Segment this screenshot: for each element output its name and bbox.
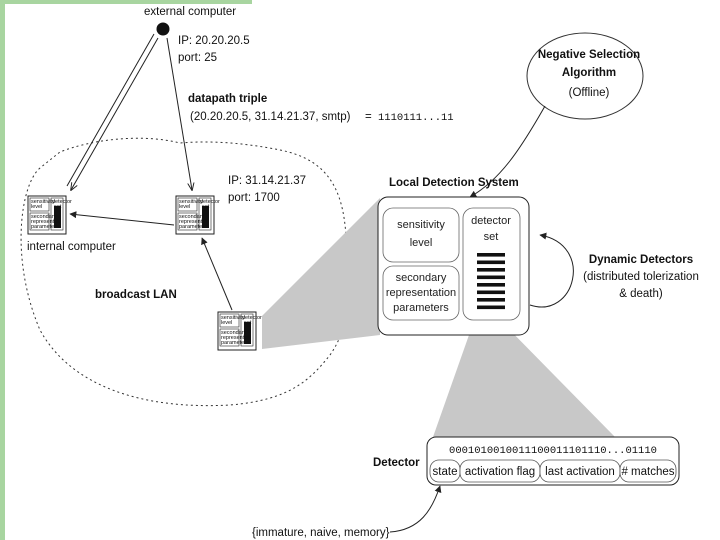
- dynamic-detectors-title: Dynamic Detectors: [589, 254, 693, 266]
- detector-bar: [477, 290, 505, 295]
- svg-text:set: set: [244, 320, 252, 326]
- svg-text:secondary: secondary: [31, 214, 57, 220]
- server-node[interactable]: sensitivity level detector set secondary…: [175, 195, 220, 235]
- detector-bar: [477, 275, 505, 280]
- lds-detector-line2: set: [484, 231, 499, 243]
- lds-sensitivity-line1: sensitivity: [397, 219, 445, 231]
- lds-sensitivity-box: [382, 207, 460, 263]
- detector-bar: [477, 283, 505, 287]
- server-port: port: 1700: [228, 192, 280, 204]
- datapath-triple-value: (20.20.20.5, 31.14.21.37, smtp): [190, 111, 351, 123]
- svg-text:parameters: parameters: [179, 224, 207, 230]
- nsa-title-1: Negative Selection: [538, 49, 640, 61]
- broadcast-lan-label: broadcast LAN: [95, 289, 177, 301]
- zoom-region-detector: [433, 318, 615, 437]
- mini-sensitivity-label: sensitivity: [31, 199, 55, 205]
- svg-text:set: set: [54, 204, 62, 210]
- detector-field-last-activation: last activation: [545, 466, 615, 478]
- detector-bar: [477, 298, 505, 302]
- nsa-title-2: Algorithm: [562, 67, 616, 79]
- detector-bar: [477, 253, 505, 257]
- nsa-ellipse: [526, 32, 644, 120]
- svg-text:level: level: [179, 204, 190, 210]
- dynamic-detectors-line2: & death): [619, 288, 663, 300]
- detector-field-activation-flag: activation flag: [465, 466, 535, 478]
- svg-text:detector: detector: [52, 199, 72, 205]
- datapath-equals: =: [365, 111, 372, 123]
- external-computer-dot: [156, 22, 170, 36]
- lds-title: Local Detection System: [389, 177, 519, 189]
- datapath-bits: 1110111...11: [378, 112, 454, 124]
- lds-secondary-line1: secondary: [396, 272, 447, 284]
- zoom-region-node: [262, 198, 380, 349]
- external-ip: IP: 20.20.20.5: [178, 35, 250, 47]
- lds-secondary-line3: parameters: [393, 302, 449, 314]
- datapath-triple-title: datapath triple: [188, 93, 267, 105]
- lds-secondary-box: [382, 265, 460, 321]
- detector-bar: [477, 260, 505, 265]
- detector-field-matches: # matches: [621, 466, 674, 478]
- detector-bar: [477, 268, 505, 272]
- accent-border-left: [0, 0, 5, 540]
- dynamic-detectors-line1: (distributed tolerization: [583, 271, 699, 283]
- detector-field-state: state: [433, 466, 458, 478]
- svg-text:level: level: [31, 204, 42, 210]
- svg-text:sensitivity: sensitivity: [221, 315, 245, 321]
- lan-node[interactable]: sensitivity level detector set secondary…: [217, 311, 262, 351]
- detector-set-bars: [477, 253, 505, 310]
- detector-fields: state activation flag last activation # …: [429, 459, 677, 483]
- lds-secondary-line2: representation: [386, 287, 456, 299]
- svg-text:parameters: parameters: [31, 224, 59, 230]
- server-ip: IP: 31.14.21.37: [228, 175, 306, 187]
- svg-text:representat.: representat.: [221, 335, 251, 341]
- svg-text:detector: detector: [200, 199, 220, 205]
- external-computer-label: external computer: [144, 6, 236, 18]
- detector-bar: [477, 305, 505, 310]
- svg-text:secondary: secondary: [179, 214, 205, 220]
- svg-text:set: set: [202, 204, 210, 210]
- detector-bits: 0001010010011100011101110...01110: [449, 445, 657, 457]
- internal-computer-node[interactable]: sensitivity level detector set secondary…: [27, 195, 72, 235]
- svg-text:parameters: parameters: [221, 340, 249, 346]
- svg-text:representat.: representat.: [31, 219, 61, 225]
- svg-text:detector: detector: [242, 315, 262, 321]
- svg-text:representat.: representat.: [179, 219, 209, 225]
- lds-detector-line1: detector: [471, 215, 511, 227]
- external-port: port: 25: [178, 52, 217, 64]
- svg-text:secondary: secondary: [221, 330, 247, 336]
- lds-sensitivity-line2: level: [410, 237, 433, 249]
- internal-computer-label: internal computer: [27, 241, 116, 253]
- accent-border-top: [0, 0, 252, 4]
- svg-text:sensitivity: sensitivity: [179, 199, 203, 205]
- nsa-subtitle: (Offline): [569, 87, 610, 99]
- svg-text:level: level: [221, 320, 232, 326]
- detector-label: Detector: [373, 457, 420, 469]
- detector-states-label: {immature, naive, memory}: [252, 527, 390, 539]
